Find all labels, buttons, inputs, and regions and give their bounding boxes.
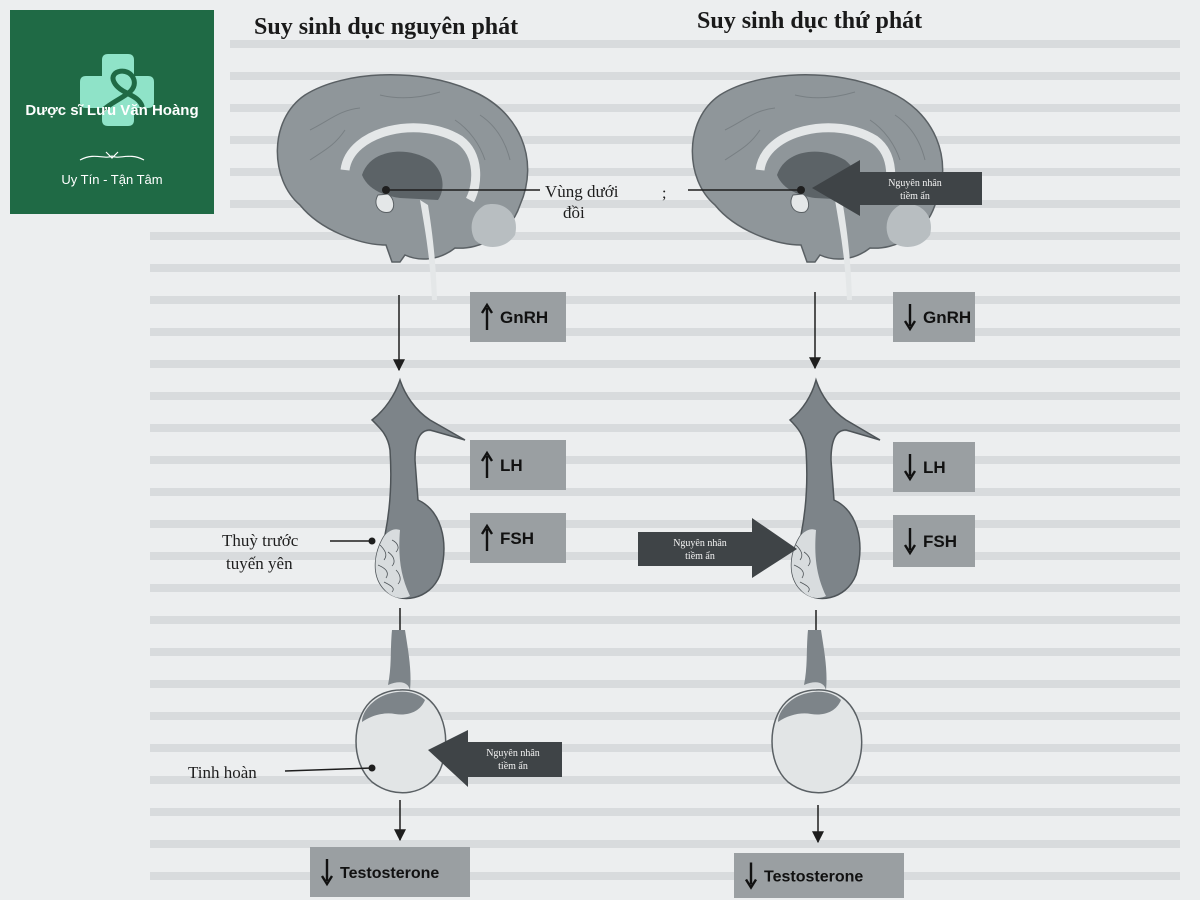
right-hormone-box-lh: LH	[893, 442, 975, 492]
right-hormone-box-testosterone: Testosterone	[734, 853, 904, 898]
hormone-boxes: GnRH LH FSH Testosterone GnRH LH FSH Testostero…	[310, 292, 975, 898]
hypothalamus-label-line2: đồi	[563, 203, 585, 222]
cause-arrow-right-hypothalamus-line1: Nguyên nhân	[888, 178, 942, 189]
hypothalamus-label-line1: Vùng dưới	[545, 182, 619, 201]
right-hormone-box-bg	[734, 853, 904, 898]
cause-arrow-left-testis-line1: Nguyên nhân	[486, 748, 540, 759]
cause-arrow-right-pituitary-line2: tiềm ẩn	[685, 551, 715, 562]
left-hormone-name: LH	[500, 456, 523, 475]
pituitary-label-line1: Thuỳ trước	[222, 531, 299, 550]
left-hormone-box-gnrh: GnRH	[470, 292, 566, 342]
brand-logo: Dược sĩ Lưu Văn Hoàng Uy Tín - Tận Tâm	[10, 10, 214, 214]
left-hormone-name: Testosterone	[340, 865, 439, 882]
left-hormone-name: FSH	[500, 529, 534, 548]
arrow-up-icon	[480, 523, 494, 551]
left-hormone-box-testosterone: Testosterone	[310, 847, 470, 897]
arrow-down-icon	[320, 859, 334, 887]
right-hormone-box-gnrh: GnRH	[893, 292, 975, 342]
right-hormone-name: Testosterone	[764, 869, 863, 886]
right-column-title: Suy sinh dục thứ phát	[697, 8, 923, 34]
arrow-down-icon	[903, 528, 917, 556]
right-hormone-box-bg	[893, 442, 975, 492]
cause-arrow-right-pituitary: Nguyên nhân tiềm ẩn	[638, 518, 797, 578]
right-hormone-box-fsh: FSH	[893, 515, 975, 567]
testis-leader-line	[284, 767, 373, 772]
arrow-down-icon	[903, 304, 917, 332]
right-hormone-name: FSH	[923, 532, 957, 551]
left-column-title: Suy sinh dục nguyên phát	[254, 14, 519, 40]
left-hormone-box-lh: LH	[470, 440, 566, 490]
right-hormone-name: LH	[923, 458, 946, 477]
arrow-down-icon	[744, 862, 758, 890]
cause-arrow-left-testis: Nguyên nhân tiềm ẩn	[428, 730, 562, 787]
cause-arrow-right-pituitary-line1: Nguyên nhân	[673, 538, 727, 549]
left-brain-illustration	[276, 74, 529, 300]
right-testis-illustration	[771, 630, 863, 794]
left-hormone-name: GnRH	[500, 308, 548, 327]
arrow-down-icon	[903, 454, 917, 482]
pharmacy-cross-icon	[79, 54, 154, 161]
brand-name: Dược sĩ Lưu Văn Hoàng	[25, 102, 199, 119]
brand-slogan: Uy Tín - Tận Tâm	[61, 172, 163, 187]
cause-arrow-right-hypothalamus: Nguyên nhân tiềm ẩn	[812, 160, 982, 216]
arrow-up-icon	[480, 450, 494, 478]
right-pituitary-illustration	[788, 377, 881, 600]
semicolon-mark: ;	[662, 185, 666, 202]
right-hormone-name: GnRH	[923, 308, 971, 327]
left-pituitary-illustration	[370, 377, 466, 600]
right-hormone-box-bg	[893, 292, 975, 342]
left-hormone-box-bg	[310, 847, 470, 897]
right-hormone-box-bg	[893, 515, 975, 567]
left-testis-illustration	[355, 630, 447, 794]
left-hormone-box-fsh: FSH	[470, 513, 566, 563]
arrow-up-icon	[480, 302, 494, 330]
pituitary-label-line2: tuyến yên	[226, 554, 293, 573]
right-brain-illustration	[691, 74, 944, 300]
cause-arrow-right-hypothalamus-line2: tiềm ẩn	[900, 191, 930, 202]
testis-label: Tinh hoàn	[188, 763, 257, 782]
cause-arrow-left-testis-line2: tiềm ẩn	[498, 761, 528, 772]
